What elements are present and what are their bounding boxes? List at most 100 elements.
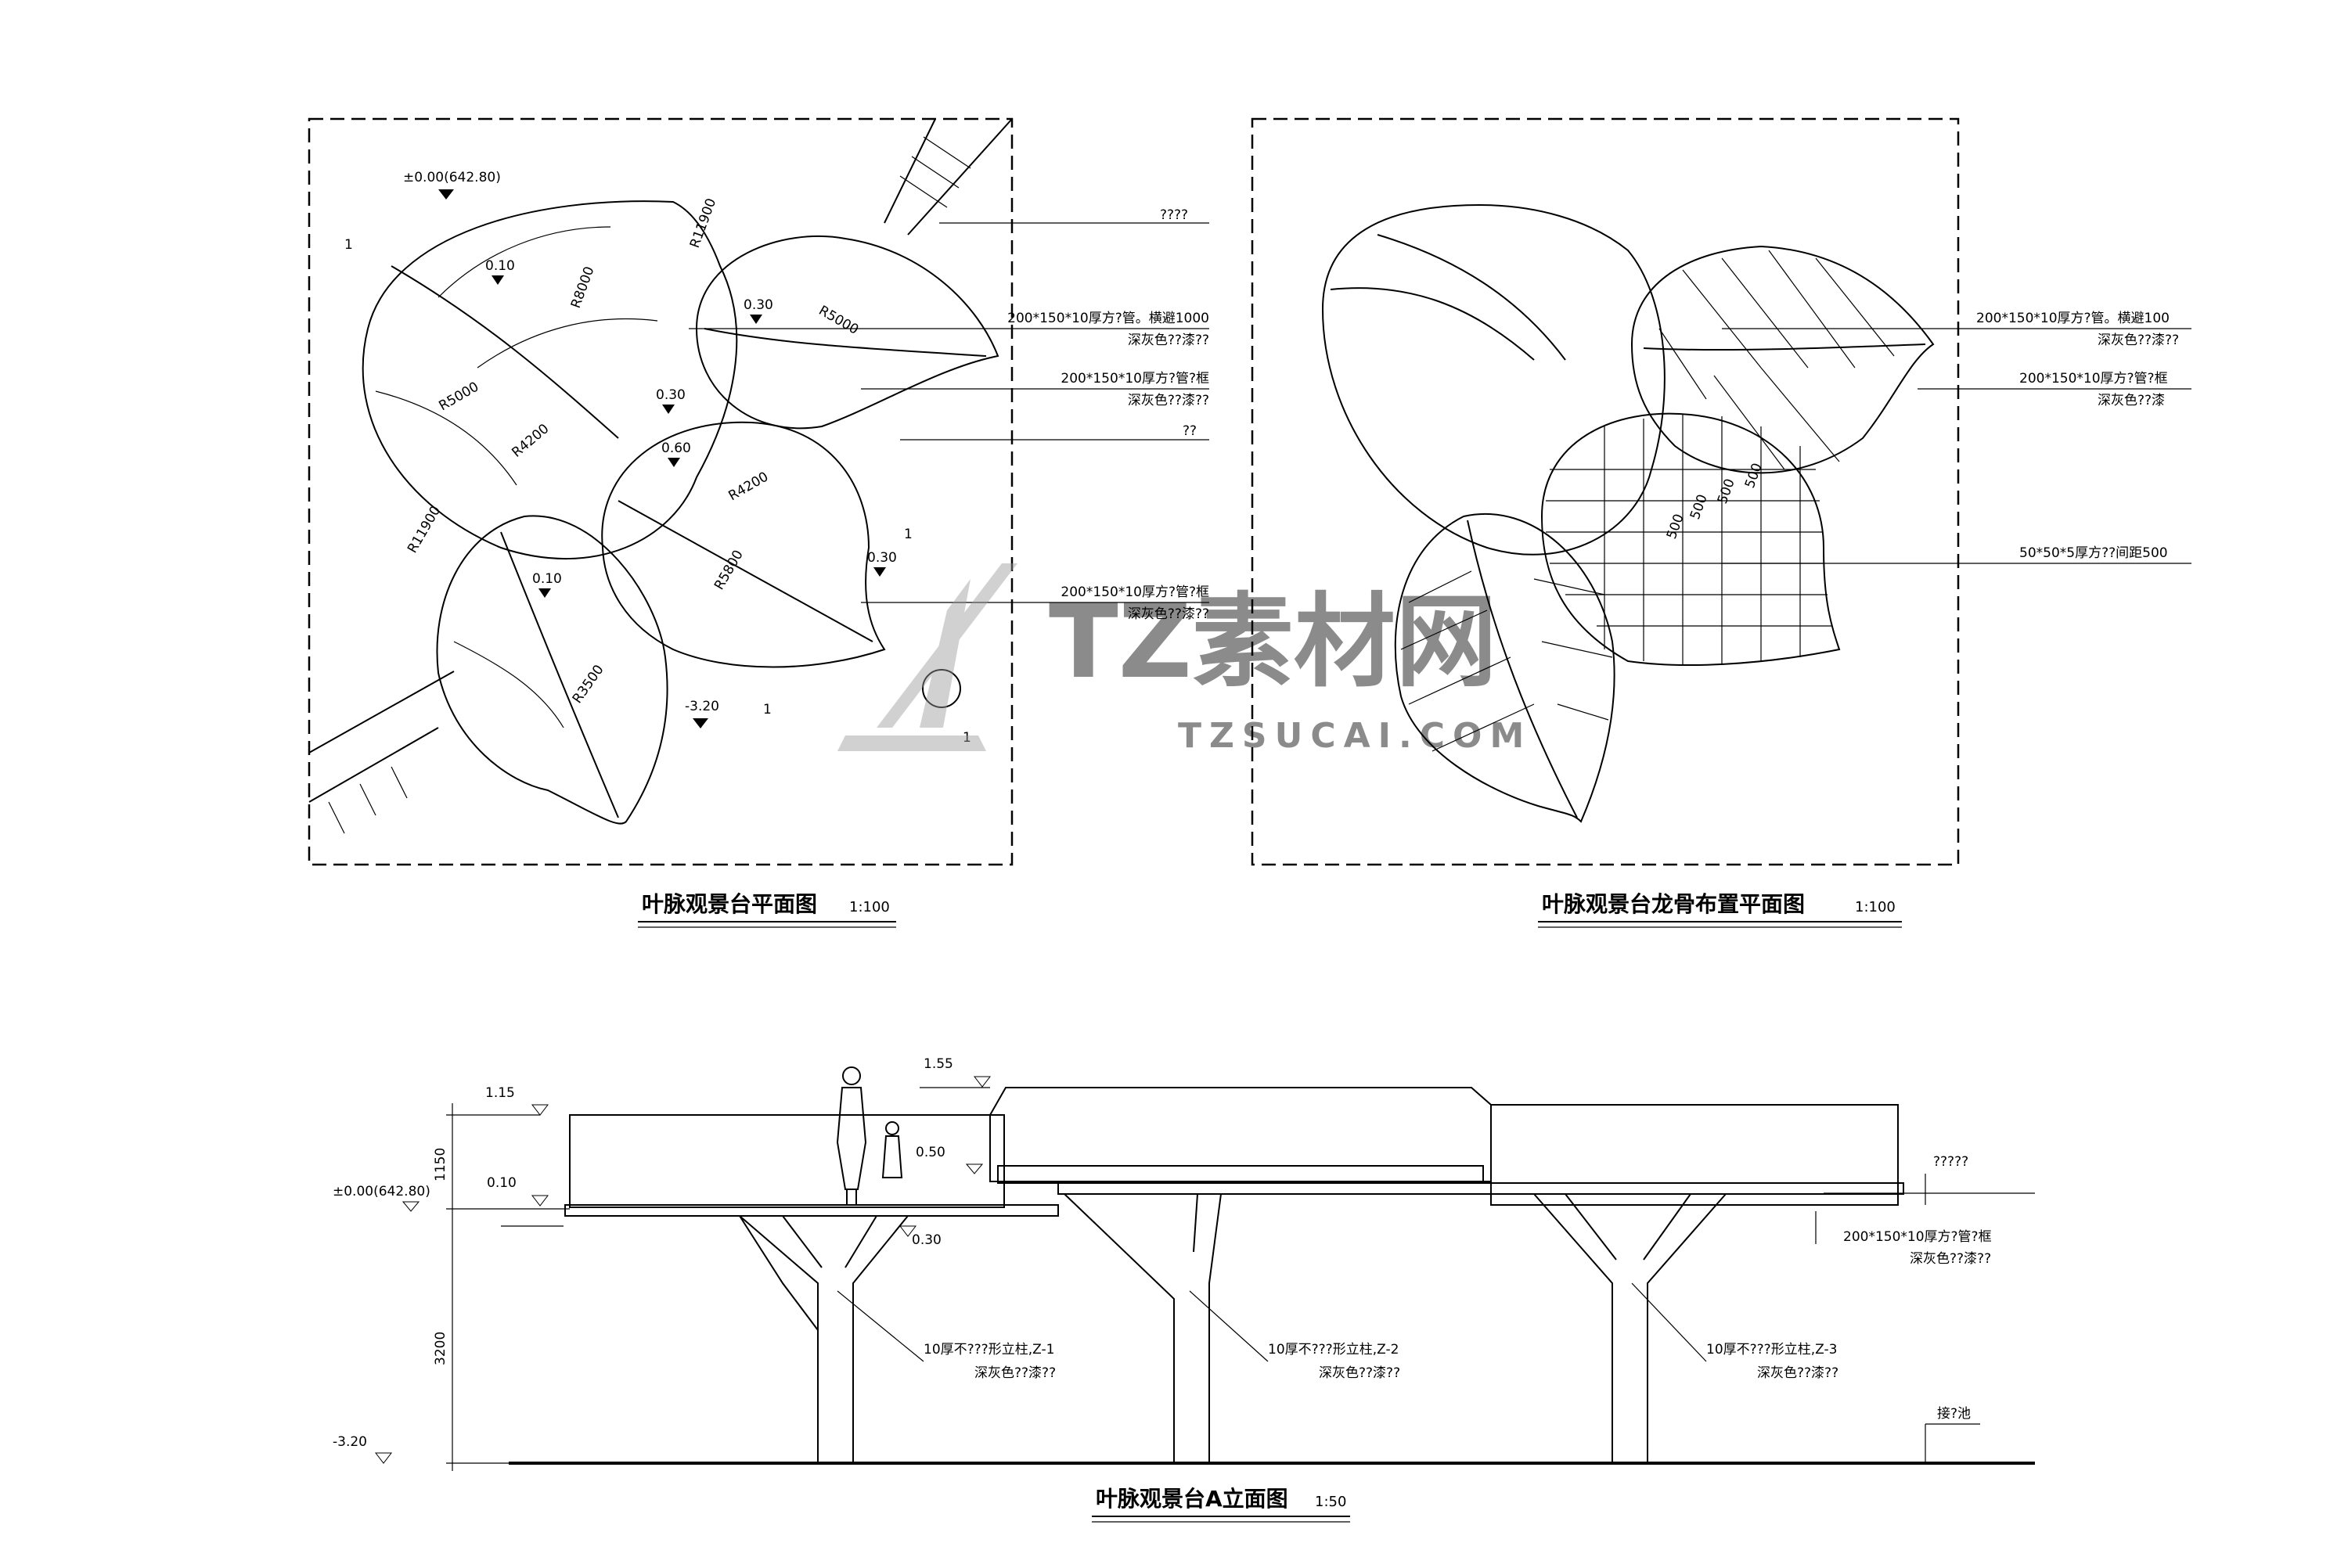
note-frame-1-sub: 深灰色??漆 bbox=[2098, 393, 2165, 408]
people bbox=[836, 1066, 903, 1205]
plan-level-4: 0.60 bbox=[661, 441, 691, 456]
section-mark-c: 1 bbox=[763, 702, 772, 717]
radius-2: R5000 bbox=[816, 303, 862, 338]
railing-mid bbox=[989, 1087, 1492, 1182]
frame-dim-3: 500 bbox=[1742, 461, 1766, 490]
right-note-1-sub: 深灰色??漆?? bbox=[1910, 1251, 1991, 1267]
frame-plan-frame bbox=[1251, 117, 1960, 866]
level-2: 0.10 bbox=[487, 1175, 517, 1191]
note-frame-2: 50*50*5厚方??间距500 bbox=[2019, 545, 2168, 561]
frame-dim-1: 500 bbox=[1687, 492, 1711, 521]
level-1: ±0.00(642.80) bbox=[333, 1184, 430, 1199]
right-note-1: 200*150*10厚方?管?框 bbox=[1843, 1229, 1992, 1245]
plan-leaders bbox=[689, 222, 1209, 603]
plan-level-6: 0.10 bbox=[532, 571, 562, 587]
elevation-labels: 1.15 ±0.00(642.80) 0.10 -3.20 1.55 0.50 … bbox=[333, 1056, 992, 1464]
radius-5: R4200 bbox=[509, 421, 552, 461]
column-note-0: 10厚不???形立柱,Z-1 bbox=[924, 1342, 1054, 1358]
right-note-2: 接?池 bbox=[1937, 1406, 1971, 1422]
frame-leaf-center bbox=[1540, 412, 1841, 666]
north-arrow-icon bbox=[922, 669, 961, 708]
level-3: -3.20 bbox=[333, 1434, 367, 1450]
plan-title: 叶脉观景台平面图 bbox=[642, 891, 817, 917]
note-plan-2-sub: 深灰色??漆?? bbox=[1128, 393, 1209, 408]
plan-level-1: 0.10 bbox=[485, 258, 515, 274]
radius-0: R11900 bbox=[405, 503, 444, 556]
frame-plan-view: 500 500 500 500 200*150*10厚方?管。横避100 深灰色… bbox=[1251, 117, 2191, 928]
elevation-view: 1.15 ±0.00(642.80) 0.10 -3.20 1.55 0.50 … bbox=[333, 1056, 2035, 1523]
column-note-2-sub: 深灰色??漆?? bbox=[1757, 1365, 1838, 1381]
railing-right bbox=[1490, 1104, 1899, 1206]
frame-annotations: 200*150*10厚方?管。横避100 深灰色??漆?? 200*150*10… bbox=[1976, 311, 2179, 561]
note-plan-1-sub: 深灰色??漆?? bbox=[1128, 333, 1209, 348]
note-plan-3: ?? bbox=[1183, 423, 1197, 439]
right-note-0: ????? bbox=[1933, 1154, 1968, 1170]
frame-dim-2: 500 bbox=[1715, 477, 1738, 505]
dim-3200: 3200 bbox=[433, 1332, 448, 1365]
deck-left bbox=[564, 1204, 1059, 1217]
leaf-center bbox=[601, 421, 886, 668]
level-4: 1.55 bbox=[924, 1056, 953, 1072]
railing-left bbox=[569, 1114, 1005, 1208]
section-mark-a: 1 bbox=[344, 237, 353, 253]
plan-level-2: 0.30 bbox=[744, 297, 773, 313]
radius-4: R5000 bbox=[437, 379, 482, 414]
plan-scale: 1:100 bbox=[849, 899, 890, 915]
level-0: 1.15 bbox=[485, 1085, 515, 1101]
plan-level-7: -3.20 bbox=[685, 699, 719, 714]
note-plan-4: 200*150*10厚方?管?框 bbox=[1061, 584, 1209, 600]
level-5: 0.50 bbox=[916, 1145, 945, 1160]
plan-annotations: ???? 200*150*10厚方?管。横避1000 深灰色??漆?? 200*… bbox=[1007, 207, 1209, 622]
column-note-1: 10厚不???形立柱,Z-2 bbox=[1268, 1342, 1399, 1358]
frame-plan-scale: 1:100 bbox=[1855, 899, 1896, 915]
plan-level-0: ±0.00(642.80) bbox=[403, 170, 501, 185]
leaf-large bbox=[362, 200, 738, 559]
frame-leaf-bottom bbox=[1394, 512, 1615, 823]
note-plan-0: ???? bbox=[1160, 207, 1188, 223]
elevation-dims bbox=[446, 1087, 990, 1471]
plan-level-3: 0.30 bbox=[656, 387, 686, 403]
column-note-0-sub: 深灰色??漆?? bbox=[974, 1365, 1056, 1381]
column-notes: 10厚不???形立柱,Z-1 深灰色??漆?? 10厚不???形立柱,Z-2 深… bbox=[924, 1154, 1992, 1422]
radius-8: R3500 bbox=[570, 662, 607, 707]
plan-view: ±0.00(642.80) 0.10 0.30 0.30 0.60 0.30 0… bbox=[308, 117, 1209, 928]
column-note-1-sub: 深灰色??漆?? bbox=[1319, 1365, 1400, 1381]
column-leaders bbox=[837, 1174, 2035, 1463]
plan-labels: ±0.00(642.80) 0.10 0.30 0.30 0.60 0.30 0… bbox=[344, 170, 971, 746]
radius-6: R11900 bbox=[687, 196, 719, 250]
note-plan-2: 200*150*10厚方?管?框 bbox=[1061, 371, 1209, 387]
leaf-bottom bbox=[436, 515, 668, 825]
elevation-scale: 1:50 bbox=[1315, 1494, 1346, 1510]
plan-frame bbox=[308, 117, 1014, 866]
elevation-title: 叶脉观景台A立面图 bbox=[1096, 1486, 1288, 1512]
watermark-url: TZSUCAI.COM bbox=[1178, 716, 1532, 756]
frame-leaf-large bbox=[1321, 203, 1666, 556]
walkway bbox=[308, 118, 1013, 834]
frame-leaders bbox=[1722, 328, 2191, 564]
radius-7: R5800 bbox=[711, 548, 747, 593]
radius-1: R8000 bbox=[568, 264, 598, 311]
note-frame-0: 200*150*10厚方?管。横避100 bbox=[1976, 311, 2170, 326]
section-mark-b: 1 bbox=[904, 527, 913, 542]
level-6: 0.30 bbox=[912, 1232, 942, 1248]
frame-leaf-top-right bbox=[1630, 245, 1935, 474]
dim-1150: 1150 bbox=[433, 1148, 448, 1181]
radius-3: R4200 bbox=[726, 469, 772, 504]
frame-plan-title: 叶脉观景台龙骨布置平面图 bbox=[1542, 891, 1805, 917]
leaf-veins bbox=[375, 226, 987, 818]
note-frame-0-sub: 深灰色??漆?? bbox=[2098, 333, 2179, 348]
plan-level-5: 0.30 bbox=[867, 550, 897, 566]
deck-right bbox=[1057, 1182, 1904, 1195]
note-frame-1: 200*150*10厚方?管?框 bbox=[2019, 371, 2168, 387]
section-mark-d: 1 bbox=[963, 730, 971, 746]
frame-members bbox=[1330, 234, 1926, 818]
note-plan-1: 200*150*10厚方?管。横避1000 bbox=[1007, 311, 1209, 326]
watermark: TZ素材网 TZSUCAI.COM bbox=[837, 563, 1532, 756]
frame-dim-0: 500 bbox=[1664, 512, 1687, 541]
note-plan-4-sub: 深灰色??漆?? bbox=[1128, 606, 1209, 622]
deck-step bbox=[997, 1165, 1484, 1184]
tree-columns bbox=[739, 1193, 1727, 1463]
watermark-brand: TZ素材网 bbox=[1049, 582, 1497, 701]
column-note-2: 10厚不???形立柱,Z-3 bbox=[1706, 1342, 1837, 1358]
